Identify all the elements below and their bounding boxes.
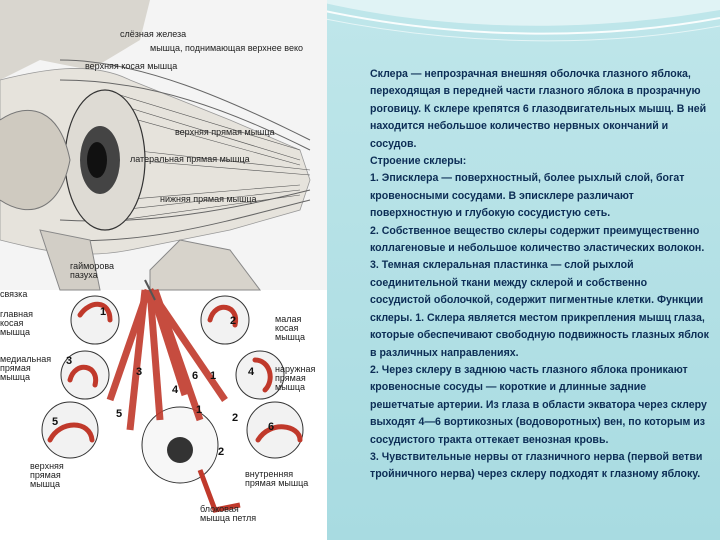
number-label: 2	[218, 446, 225, 458]
label-medial-rectus: медиальная прямая мышца	[0, 354, 52, 382]
label-superior-rectus-bottom: верхняя прямая мышца	[30, 461, 64, 489]
number-label: 6	[268, 421, 275, 433]
label-lateral-rectus-right: наружная прямая мышца	[275, 364, 316, 392]
sclera-description: Склера — непрозрачная внешняя оболочка г…	[370, 66, 710, 538]
paragraph: 3. Темная склеральная пластинка — слой р…	[370, 259, 709, 359]
paragraph: 3. Чувствительные нервы от глазничного н…	[370, 450, 703, 481]
paragraph: Склера — непрозрачная внешняя оболочка г…	[370, 68, 707, 150]
paragraph: 1. Эписклера — поверхностный, более рыхл…	[370, 172, 685, 220]
label-internal-rectus: внутренняя прямая мышца	[245, 469, 309, 488]
number-label: 3	[136, 366, 143, 378]
number-label: 1	[100, 306, 107, 318]
label-superior-oblique-top: верхняя косая мышца	[85, 61, 178, 71]
label-minor-oblique: малая косая мышца	[275, 314, 306, 342]
label-trochlea: связка	[0, 289, 28, 299]
number-label: 1	[210, 370, 217, 382]
label-pulley: блоковая мышца петля	[200, 504, 257, 523]
decorative-swoosh	[320, 0, 720, 42]
number-label: 5	[52, 416, 59, 428]
number-label: 4	[248, 366, 255, 378]
eye-muscles-illustration	[0, 0, 327, 513]
label-inferior-oblique: главная косая мышца	[0, 309, 33, 337]
number-label: 3	[66, 355, 73, 367]
number-label: 2	[230, 315, 237, 327]
paragraph: 2. Через склеру в заднюю часть глазного …	[370, 363, 707, 446]
number-label: 2	[232, 412, 239, 424]
paragraph: 2. Собственное вещество склеры содержит …	[370, 224, 705, 255]
number-label: 6	[192, 370, 199, 382]
number-label: 5	[116, 408, 123, 420]
label-inferior-rectus-top: нижняя прямая мышца	[160, 194, 257, 204]
label-lacrimal-gland: слёзная железа	[120, 29, 187, 39]
number-label: 4	[172, 384, 179, 396]
number-label: 1	[196, 404, 203, 416]
label-maxillary-sinus: гайморова пазуха	[70, 261, 115, 280]
paragraph: Строение склеры:	[370, 155, 467, 168]
label-lateral-rectus: латеральная прямая мышца	[130, 154, 250, 164]
anatomy-illustration-panel: слёзная железа мышца, поднимающая верхне…	[0, 0, 327, 540]
label-levator: мышца, поднимающая верхнее веко	[150, 43, 303, 53]
label-superior-rectus-top: верхняя прямая мышца	[175, 127, 275, 137]
